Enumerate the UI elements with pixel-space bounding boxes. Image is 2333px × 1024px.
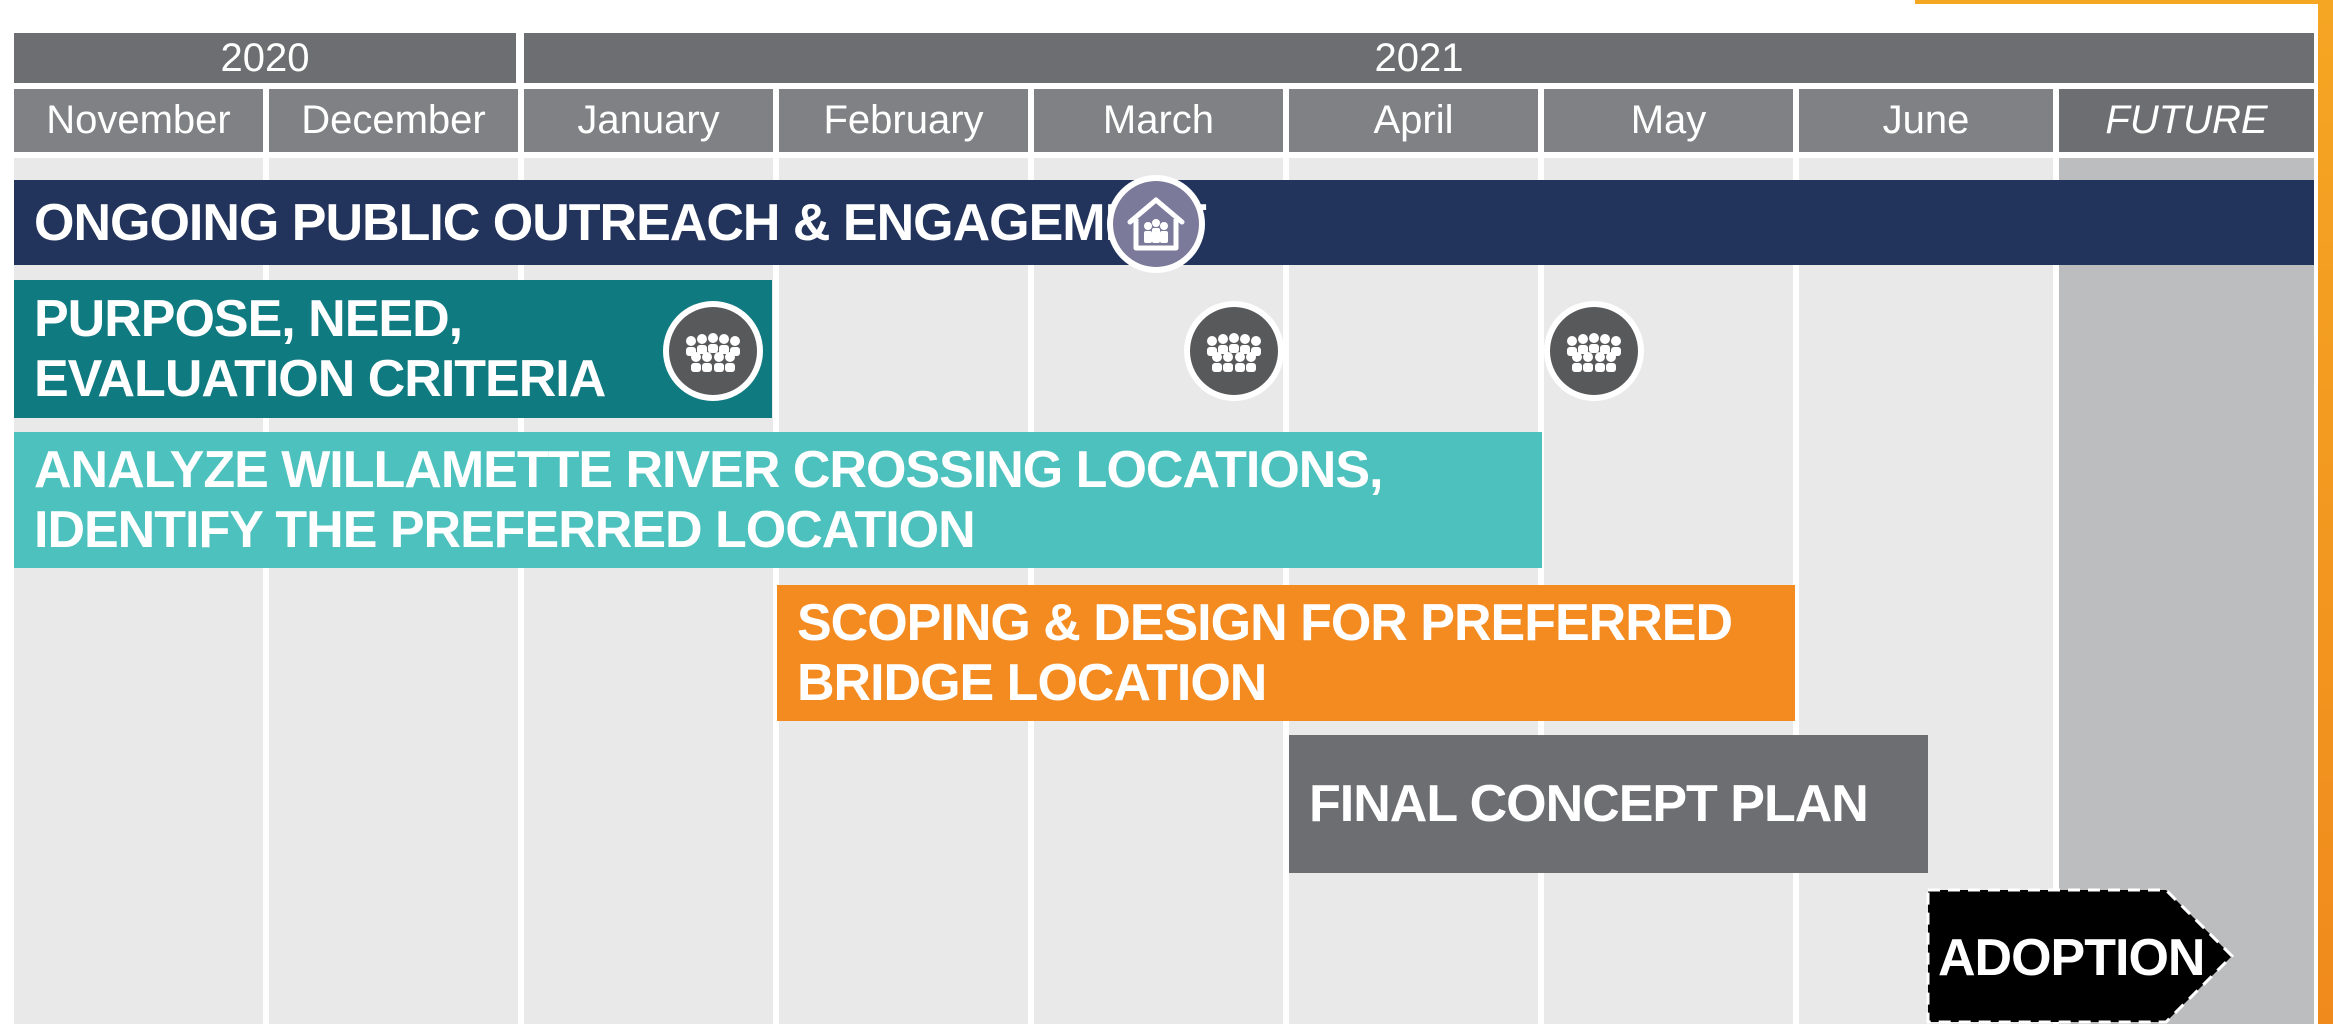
month-header-november: November (14, 89, 263, 152)
task-bar-scoping: SCOPING & DESIGN FOR PREFERRED BRIDGE LO… (777, 585, 1795, 721)
task-label-scoping-line1: SCOPING & DESIGN FOR PREFERRED (797, 594, 1733, 652)
month-header-june: June (1799, 89, 2053, 152)
task-label-final-concept: FINAL CONCEPT PLAN (1309, 775, 1869, 833)
public-meeting-icon (1542, 299, 1646, 403)
month-header-march: March (1034, 89, 1283, 152)
grid-column-june (1799, 158, 2053, 1024)
task-adoption-arrow: ADOPTION (1926, 888, 2236, 1024)
public-meeting-icon (661, 299, 765, 403)
month-header-december: December (269, 89, 518, 152)
task-label-purpose-line1: PURPOSE, NEED, (34, 290, 463, 348)
adoption-arrow-shape (1926, 888, 2235, 1024)
month-header-may: May (1544, 89, 1793, 152)
grid-column-future (2059, 158, 2314, 1024)
month-header-april: April (1289, 89, 1538, 152)
month-header-february: February (779, 89, 1028, 152)
task-label-outreach: ONGOING PUBLIC OUTREACH & ENGAGEMENT (34, 193, 1207, 252)
public-meeting-icon (1182, 299, 1286, 403)
task-bar-final-concept: FINAL CONCEPT PLAN (1289, 735, 1928, 873)
task-label-purpose-line2: EVALUATION CRITERIA (34, 350, 606, 408)
top-accent-stripe (1915, 0, 2333, 4)
task-label-analyze-line2: IDENTIFY THE PREFERRED LOCATION (34, 501, 976, 559)
month-header-future: FUTURE (2059, 89, 2314, 152)
task-bar-purpose: PURPOSE, NEED, EVALUATION CRITERIA (14, 280, 772, 418)
edge-accent-stripe (2318, 0, 2333, 1024)
task-bar-analyze: ANALYZE WILLAMETTE RIVER CROSSING LOCATI… (14, 432, 1542, 568)
online-open-house-icon (1104, 172, 1208, 276)
month-header-january: January (524, 89, 773, 152)
year-header-2020: 2020 (14, 33, 516, 83)
task-label-adoption: ADOPTION (1938, 929, 2205, 987)
task-label-analyze-line1: ANALYZE WILLAMETTE RIVER CROSSING LOCATI… (34, 441, 1383, 499)
task-label-scoping-line2: BRIDGE LOCATION (797, 654, 1267, 712)
year-header-2021: 2021 (524, 33, 2314, 83)
